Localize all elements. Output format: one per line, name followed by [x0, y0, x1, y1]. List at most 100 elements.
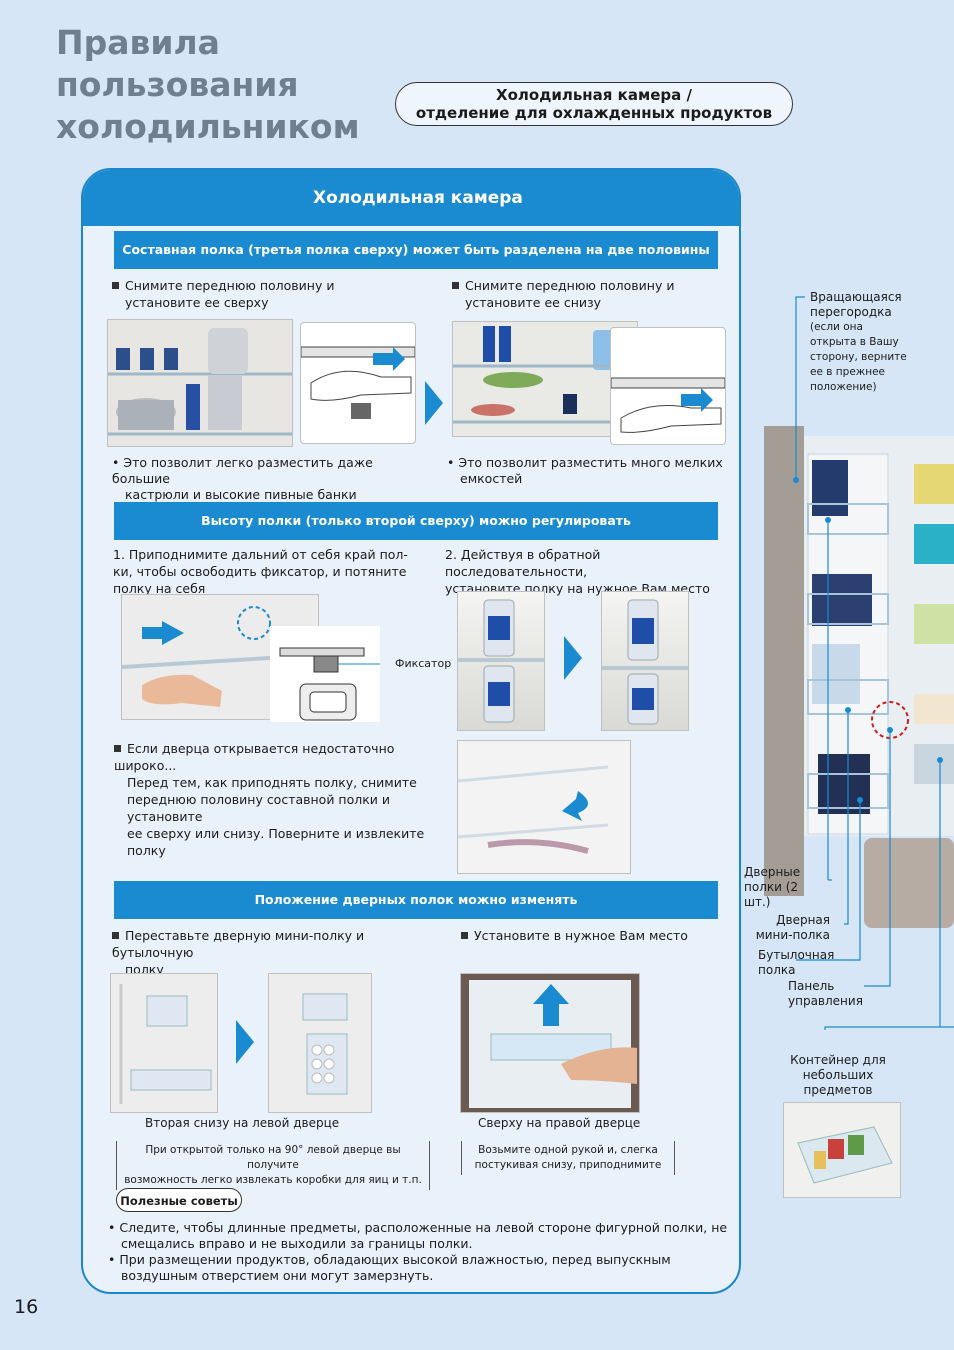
caption-right-door: Сверху на правой дверце [478, 1116, 641, 1130]
note-door-narrow: Если дверца открывается недостаточно шир… [114, 740, 454, 859]
caption-left-door: Вторая снизу на левой дверце [145, 1116, 340, 1130]
page-title-line: пользования [56, 65, 299, 104]
fridge-illustration [764, 424, 954, 1196]
label-small-container: Контейнер для небольших предметов [778, 1053, 898, 1098]
fixator-label: Фиксатор [395, 657, 452, 670]
bracket-note-right: Возьмите одной рукой и, слегка постукива… [461, 1141, 675, 1175]
step-line: ки, чтобы освободить фиксатор, и потянит… [113, 564, 407, 579]
photo-illustration [302, 993, 348, 1095]
note-text: Это позволит легко разместить даже больш… [112, 455, 373, 486]
section-bar-door-shelves: Положение дверных полок можно изменять [114, 881, 718, 919]
label-line: Панель [788, 979, 835, 993]
step-line: Установите в нужное Вам место [461, 927, 721, 944]
photo-illustration [602, 599, 688, 725]
photo-illustration [458, 765, 609, 854]
label-note-line: (если она [810, 321, 863, 333]
next-arrow-icon [425, 381, 443, 425]
step-line: 1. Приподнимите дальний от себя край пол… [113, 547, 408, 562]
label-line: мини-полка [755, 928, 830, 942]
leader-lines [793, 296, 954, 1030]
bracket-note-left: При открытой только на 90° левой дверце … [116, 1141, 430, 1190]
photo-door-left-before [110, 973, 218, 1113]
tip-text: Следите, чтобы длинные предметы, располо… [119, 1220, 728, 1235]
photo-illustration [108, 320, 292, 446]
step-line: установите ее сверху [125, 295, 269, 310]
note-text: Это позволит разместить много мелких [458, 455, 723, 470]
page-title: Правила пользования холодильником [56, 22, 386, 148]
note-right-top: • Это позволит разместить много мелких е… [447, 455, 727, 487]
label-note-line: положение) [810, 381, 877, 393]
tip-line: воздушным отверстием они могут замерзнут… [121, 1268, 434, 1283]
tip-line: • Следите, чтобы длинные предметы, распо… [108, 1220, 728, 1235]
label-line: Дверная [776, 913, 830, 927]
step-2-height: 2. Действуя в обратной последовательност… [445, 546, 735, 597]
step-1-height: 1. Приподнимите дальний от себя край пол… [113, 546, 433, 597]
fridge-svg [764, 426, 954, 928]
section-bar-shelf-height: Высоту полки (только второй сверху) можн… [114, 502, 718, 540]
photo-rotate-shelf [457, 740, 631, 874]
section-pill-line: Холодильная камера / [496, 86, 692, 104]
detail-illustration [611, 377, 725, 433]
page-title-line: холодильником [56, 107, 360, 146]
label-note-line: ее в прежнее [810, 366, 886, 378]
note-line: кастрюли и высокие пивные банки [125, 487, 357, 502]
step-line: установите ее снизу [465, 295, 602, 310]
panel-title: Холодильная камера [83, 170, 739, 226]
note-line: • Это позволит разместить много мелких [447, 455, 723, 470]
step-right-door: Установите в нужное Вам место [461, 927, 721, 944]
photo-illustration [119, 984, 212, 1104]
photo-shelf-before [457, 591, 545, 731]
note-line: Если дверца открывается недостаточно шир… [114, 740, 454, 774]
photo-illustration [469, 980, 637, 1108]
next-arrow-icon [236, 1020, 254, 1064]
label-line: Вращающаяся [810, 290, 902, 304]
step-left-top: Снимите переднюю половину и установите е… [112, 277, 432, 311]
photo-illustration [458, 599, 544, 723]
page-number: 16 [14, 1296, 39, 1318]
detail-shelf-hand-below [610, 327, 726, 445]
label-rotating-divider: Вращающаяся перегородка (если она открыт… [810, 290, 907, 395]
photo-door-left-after [268, 973, 372, 1113]
detail-shelf-hand [300, 322, 416, 444]
photo-shelf-after [601, 591, 689, 731]
tip-line: смещались вправо и не выходили за границ… [121, 1236, 473, 1251]
label-line: Дверные [744, 865, 801, 879]
label-line: предметов [803, 1083, 873, 1097]
photo-door-right-lift [460, 973, 640, 1113]
step-line: Переставьте дверную мини-полку и бутылоч… [112, 927, 442, 961]
detail-fixator [270, 626, 380, 722]
label-line: небольших [802, 1068, 874, 1082]
label-line: Бутылочная [758, 948, 835, 962]
label-bottle-shelf: Бутылочная полка [740, 948, 835, 978]
page-title-line: Правила [56, 23, 220, 62]
label-door-mini-shelf: Дверная мини-полка [740, 913, 830, 943]
step-line: Снимите переднюю половину и [452, 277, 732, 294]
step-right-top: Снимите переднюю половину и установите е… [452, 277, 732, 311]
bracket-line: При открытой только на 90° левой дверце … [145, 1144, 401, 1171]
tips-label: Полезные советы [116, 1188, 242, 1212]
note-line: Перед тем, как приподнять полку, снимите [127, 775, 417, 790]
label-note-line: сторону, верните [810, 351, 907, 363]
tip-line: • При размещении продуктов, обладающих в… [108, 1252, 671, 1267]
note-line: ее сверху или снизу. Поверните и извлеки… [127, 826, 425, 858]
note-left-top: • Это позволит легко разместить даже бол… [112, 455, 432, 503]
photo-illustration [797, 1126, 893, 1184]
next-arrow-icon [564, 636, 582, 680]
step-line: 2. Действуя в обратной последовательност… [445, 547, 601, 579]
label-door-shelves: Дверные полки (2 шт.) [720, 865, 800, 910]
label-line: полки (2 шт.) [744, 880, 799, 909]
bracket-line: возможность легко извлекать коробки для … [124, 1174, 422, 1186]
label-note-line: открыта в Вашу [810, 336, 899, 348]
bracket-line: Возьмите одной рукой и, слегка [478, 1144, 658, 1156]
label-line: полка [758, 963, 796, 977]
note-line: переднюю половину составной полки и уста… [127, 792, 391, 824]
detail-illustration [279, 647, 380, 721]
step-left-door: Переставьте дверную мини-полку и бутылоч… [112, 927, 442, 978]
tip-text: При размещении продуктов, обладающих выс… [119, 1252, 671, 1267]
step-line: Снимите переднюю половину и [112, 277, 432, 294]
section-pill-line: отделение для охлажденных продуктов [415, 104, 773, 122]
tips-list: • Следите, чтобы длинные предметы, распо… [108, 1220, 728, 1284]
label-line: перегородка [810, 305, 892, 319]
label-line: управления [788, 994, 863, 1008]
step-line: полку на себя [113, 581, 206, 596]
